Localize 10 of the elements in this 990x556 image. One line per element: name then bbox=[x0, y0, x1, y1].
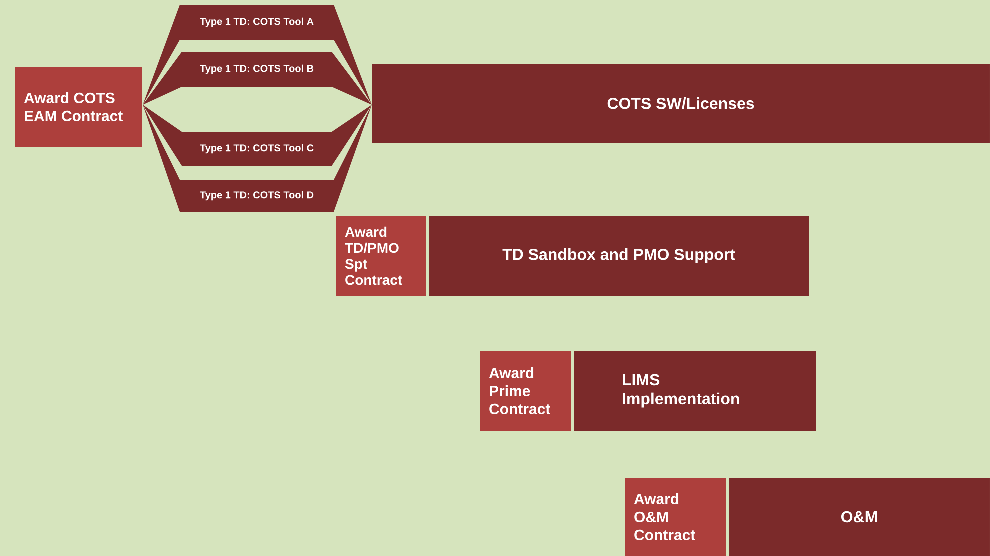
award-box: Award Prime Contract bbox=[480, 351, 571, 431]
timeline-bar: TD Sandbox and PMO Support bbox=[429, 216, 809, 296]
award-box: Award O&M Contract bbox=[625, 478, 726, 556]
tool-band: Type 1 TD: COTS Tool B bbox=[143, 52, 372, 105]
award-box: Award TD/PMO Spt Contract bbox=[336, 216, 426, 296]
timeline-bar: LIMS Implementation bbox=[574, 351, 816, 431]
tool-band: Type 1 TD: COTS Tool C bbox=[143, 105, 372, 166]
timeline-bar: O&M bbox=[729, 478, 990, 556]
timeline-bar: COTS SW/Licenses bbox=[372, 64, 990, 143]
award-box: Award COTS EAM Contract bbox=[15, 67, 142, 147]
